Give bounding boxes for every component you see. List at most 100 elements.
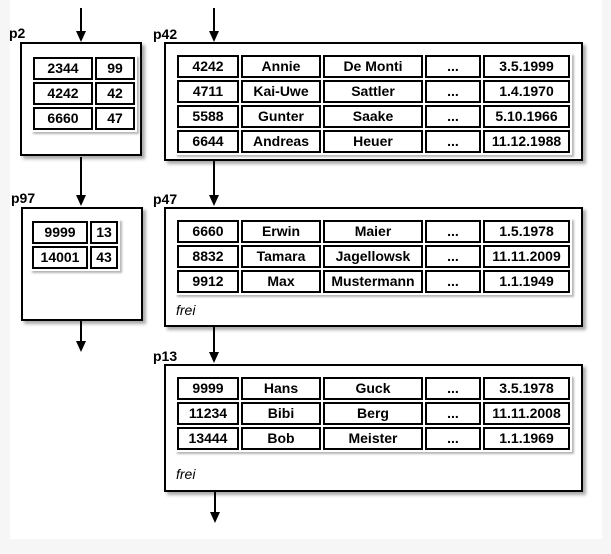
table-row: 6660 47	[33, 107, 135, 130]
node-box-p13: 9999 Hans Guck ... 3.5.1978 11234 Bibi B…	[164, 364, 583, 492]
arrow-head-icon	[209, 195, 219, 206]
node-box-p42: 4242 Annie De Monti ... 3.5.1999 4711 Ka…	[164, 42, 583, 161]
arrow-head-icon	[209, 31, 219, 42]
record-cell-page: 42	[95, 82, 135, 105]
record-cell-date: 11.11.2009	[483, 245, 570, 268]
table-row: 9999 13	[32, 221, 118, 244]
table-row: 13444 Bob Meister ... 1.1.1969	[177, 427, 570, 450]
record-cell-date: 1.1.1969	[483, 427, 570, 450]
record-cell-id: 5588	[177, 105, 239, 128]
table-row: 4242 42	[33, 82, 135, 105]
arrow-shaft	[80, 157, 82, 195]
table-row: 2344 99	[33, 57, 135, 80]
arrow-shaft	[80, 8, 82, 31]
record-cell-id: 4711	[177, 80, 239, 103]
record-cell-ellipsis: ...	[425, 427, 481, 450]
record-cell-lastname: Saake	[323, 105, 423, 128]
record-cell-lastname: Mustermann	[323, 270, 423, 293]
record-table-p97: 9999 13 14001 43	[30, 219, 120, 271]
record-cell-lastname: Sattler	[323, 80, 423, 103]
record-cell-id: 9999	[177, 377, 239, 400]
record-cell-key: 4242	[33, 82, 93, 105]
record-table-p2: 2344 99 4242 42 6660 47	[31, 55, 137, 132]
record-cell-firstname: Erwin	[241, 220, 321, 243]
record-table-p47: 6660 Erwin Maier ... 1.5.1978 8832 Tamar…	[175, 218, 572, 295]
record-cell-date: 5.10.1966	[483, 105, 570, 128]
table-row: 9999 Hans Guck ... 3.5.1978	[177, 377, 570, 400]
record-cell-ellipsis: ...	[425, 270, 481, 293]
record-cell-ellipsis: ...	[425, 80, 481, 103]
arrow-p47-to-p13	[209, 327, 219, 363]
node-box-p2: 2344 99 4242 42 6660 47	[20, 42, 142, 156]
record-cell-firstname: Andreas	[241, 130, 321, 153]
table-row: 14001 43	[32, 246, 118, 269]
table-row: 4242 Annie De Monti ... 3.5.1999	[177, 55, 570, 78]
table-row: 11234 Bibi Berg ... 11.11.2008	[177, 402, 570, 425]
record-cell-page: 13	[90, 221, 118, 244]
arrow-shaft	[213, 8, 215, 31]
table-row: 5588 Gunter Saake ... 5.10.1966	[177, 105, 570, 128]
record-cell-ellipsis: ...	[425, 105, 481, 128]
record-cell-key: 6660	[33, 107, 93, 130]
record-table-p13: 9999 Hans Guck ... 3.5.1978 11234 Bibi B…	[175, 375, 572, 452]
record-cell-firstname: Kai-Uwe	[241, 80, 321, 103]
record-cell-ellipsis: ...	[425, 245, 481, 268]
record-cell-date: 1.5.1978	[483, 220, 570, 243]
arrow-out-of-p97	[76, 321, 86, 352]
arrow-shaft	[80, 321, 82, 341]
table-row: 9912 Max Mustermann ... 1.1.1949	[177, 270, 570, 293]
table-row: 6644 Andreas Heuer ... 11.12.1988	[177, 130, 570, 153]
record-cell-id: 6644	[177, 130, 239, 153]
free-space-label: frei	[176, 466, 196, 482]
record-cell-date: 1.4.1970	[483, 80, 570, 103]
record-cell-lastname: De Monti	[323, 55, 423, 78]
arrow-shaft	[213, 327, 215, 352]
record-cell-firstname: Max	[241, 270, 321, 293]
record-cell-lastname: Jagellowsk	[323, 245, 423, 268]
node-label-p13: p13	[153, 348, 178, 364]
record-cell-lastname: Guck	[323, 377, 423, 400]
free-space-label: frei	[176, 302, 196, 318]
node-box-p97: 9999 13 14001 43	[21, 207, 143, 321]
record-cell-lastname: Heuer	[323, 130, 423, 153]
node-label-p47: p47	[153, 191, 178, 207]
record-cell-date: 11.12.1988	[483, 130, 570, 153]
record-cell-key: 2344	[33, 57, 93, 80]
node-label-p42: p42	[153, 26, 178, 42]
record-cell-page: 43	[90, 246, 118, 269]
arrow-out-of-p13	[210, 492, 220, 523]
record-cell-firstname: Tamara	[241, 245, 321, 268]
record-cell-id: 9912	[177, 270, 239, 293]
record-cell-ellipsis: ...	[425, 55, 481, 78]
arrow-shaft	[213, 161, 215, 195]
record-cell-date: 3.5.1978	[483, 377, 570, 400]
arrow-p2-to-p97	[76, 157, 86, 206]
arrow-into-p42	[209, 8, 219, 42]
record-cell-ellipsis: ...	[425, 220, 481, 243]
table-row: 8832 Tamara Jagellowsk ... 11.11.2009	[177, 245, 570, 268]
table-row: 6660 Erwin Maier ... 1.5.1978	[177, 220, 570, 243]
record-cell-id: 6660	[177, 220, 239, 243]
arrow-into-p2	[76, 8, 86, 42]
record-cell-firstname: Hans	[241, 377, 321, 400]
arrow-shaft	[214, 492, 216, 512]
record-cell-ellipsis: ...	[425, 402, 481, 425]
record-cell-date: 1.1.1949	[483, 270, 570, 293]
record-cell-ellipsis: ...	[425, 130, 481, 153]
record-cell-page: 99	[95, 57, 135, 80]
record-cell-id: 11234	[177, 402, 239, 425]
arrow-head-icon	[209, 352, 219, 363]
record-cell-page: 47	[95, 107, 135, 130]
record-cell-key: 14001	[32, 246, 88, 269]
arrow-head-icon	[210, 512, 220, 523]
arrow-p42-to-p47	[209, 161, 219, 206]
record-cell-key: 9999	[32, 221, 88, 244]
table-row: 4711 Kai-Uwe Sattler ... 1.4.1970	[177, 80, 570, 103]
record-cell-firstname: Bob	[241, 427, 321, 450]
record-cell-lastname: Meister	[323, 427, 423, 450]
record-cell-id: 8832	[177, 245, 239, 268]
record-cell-lastname: Maier	[323, 220, 423, 243]
record-cell-date: 3.5.1999	[483, 55, 570, 78]
node-label-p2: p2	[9, 25, 26, 41]
record-cell-ellipsis: ...	[425, 377, 481, 400]
